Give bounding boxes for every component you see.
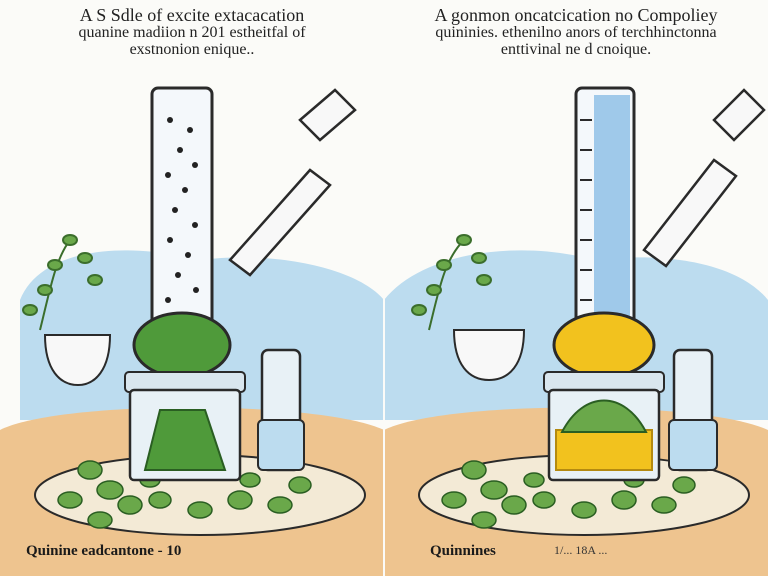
left-caption-line2: quanine madiion n 201 estheitfal of xyxy=(78,23,306,41)
herb-sprig xyxy=(411,234,492,331)
glass-column xyxy=(150,86,214,335)
beaker-liquid xyxy=(555,429,653,471)
herb-mound xyxy=(560,399,648,433)
tap-pipe xyxy=(228,168,332,277)
tap-pipe xyxy=(642,158,738,268)
panel-divider xyxy=(383,0,385,576)
right-caption-line2: quininies. ethenilno anors of terchhinct… xyxy=(435,23,717,41)
left-caption: A S Sdle of excite extacacation quanine … xyxy=(0,6,384,58)
left-illustration xyxy=(0,86,384,576)
right-footer-label: Quinnines xyxy=(430,543,496,559)
mortar-bowl xyxy=(43,334,112,387)
right-illustration xyxy=(384,86,768,576)
left-caption-line1: A S Sdle of excite extacacation xyxy=(79,5,305,25)
right-caption: A gonmon oncatcication no Compoliey quin… xyxy=(384,6,768,58)
left-footer-label: Quinine eadcantone - 10 xyxy=(26,543,182,559)
leaf-pile xyxy=(57,460,312,529)
bubbles xyxy=(165,117,199,318)
left-caption-line3: exstnonion enique.. xyxy=(129,40,255,58)
left-panel: A S Sdle of excite extacacation quanine … xyxy=(0,6,384,576)
flask-bulb xyxy=(132,311,232,379)
right-footer-note: 1/... 18A ... xyxy=(554,543,608,557)
right-caption-line1: A gonmon oncatcication no Compoliey xyxy=(434,5,718,25)
herb-sprig xyxy=(22,234,103,331)
graduation-marks xyxy=(580,119,592,301)
right-panel: A gonmon oncatcication no Compoliey quin… xyxy=(384,0,768,576)
beaker-liquid xyxy=(143,409,227,471)
mortar-bowl xyxy=(452,329,526,382)
right-caption-line3: enttivinal ne d cnoique. xyxy=(500,40,652,58)
flask-bulb xyxy=(552,311,656,379)
